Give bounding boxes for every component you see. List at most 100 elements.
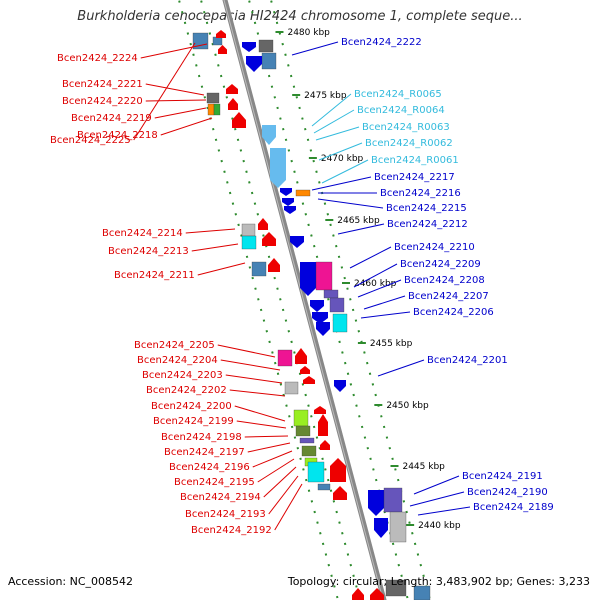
- forward-gene-label[interactable]: Bcen2424_2200: [151, 401, 286, 422]
- forward-gene-label[interactable]: Bcen2424_2214: [102, 228, 236, 239]
- forward-gene-leader: [160, 117, 213, 136]
- forward-gene-label-text: Bcen2424_2221: [62, 79, 143, 90]
- reverse-gene-label[interactable]: Bcen2424_2189: [417, 502, 554, 516]
- reverse-gene-label-text: Bcen2424_R0064: [357, 105, 445, 116]
- forward-gene-label[interactable]: Bcen2424_2221: [62, 79, 205, 96]
- kbp-tick-label: 2470 kbp: [321, 154, 364, 164]
- genome-summary-text: Topology: circular; Length: 3,483,902 bp…: [287, 575, 590, 588]
- feature-reverse-arrow: [284, 206, 296, 214]
- forward-gene-leader: [145, 99, 207, 102]
- reverse-gene-label[interactable]: Bcen2424_R0063: [315, 122, 450, 141]
- strand-track-1: [177, 0, 340, 600]
- reverse-gene-label[interactable]: Bcen2424_2209: [353, 259, 481, 288]
- feature-forward-arrow: [228, 98, 238, 110]
- forward-gene-label[interactable]: Bcen2424_2205: [134, 340, 276, 358]
- forward-gene-leader: [191, 243, 239, 252]
- reverse-gene-label[interactable]: Bcen2424_2190: [409, 487, 548, 507]
- forward-gene-label[interactable]: Bcen2424_2202: [146, 385, 286, 397]
- reverse-gene-label[interactable]: Bcen2424_2215: [317, 198, 467, 214]
- reverse-gene-label[interactable]: Bcen2424_2207: [363, 291, 489, 310]
- feature-forward: [301, 445, 317, 457]
- feature-reverse-arrow: [310, 300, 324, 312]
- reverse-gene-leader: [315, 126, 360, 141]
- reverse-gene-label[interactable]: Bcen2424_2208: [357, 275, 485, 298]
- feature-reverse: [315, 261, 333, 291]
- forward-gene-label-text: Bcen2424_2211: [114, 270, 195, 281]
- feature-reverse: [261, 52, 277, 70]
- feature-forward: [241, 223, 256, 237]
- feature-reverse-arrow: [316, 322, 330, 336]
- reverse-gene-label[interactable]: Bcen2424_R0061: [321, 155, 459, 184]
- reverse-gene-leader: [357, 279, 402, 298]
- forward-gene-leader: [257, 458, 295, 483]
- forward-gene-label[interactable]: Bcen2424_2220: [62, 96, 207, 107]
- feature-forward: [295, 425, 311, 437]
- reverse-gene-label-text: Bcen2424_R0065: [354, 89, 442, 100]
- kbp-tick-label: 2440 kbp: [418, 521, 461, 531]
- forward-gene-label[interactable]: Bcen2424_2213: [108, 243, 239, 257]
- reverse-gene-label[interactable]: Bcen2424_2201: [377, 355, 508, 377]
- forward-gene-label-text: Bcen2424_2225: [50, 135, 131, 146]
- forward-gene-labels: Bcen2424_2225 Bcen2424_2224Bcen2424_2221B…: [50, 42, 303, 536]
- forward-gene-label[interactable]: Bcen2424_2197: [164, 442, 291, 458]
- forward-gene-label-text: Bcen2424_2197: [164, 447, 245, 458]
- forward-gene-leader: [220, 359, 281, 371]
- forward-gene-label[interactable]: Bcen2424_2225: [50, 42, 196, 146]
- reverse-gene-label-text: Bcen2424_2222: [341, 37, 422, 48]
- forward-gene-label-text: Bcen2424_2214: [102, 228, 183, 239]
- forward-gene-label[interactable]: Bcen2424_2224: [57, 43, 208, 64]
- kbp-tick-label: 2450 kbp: [386, 401, 429, 411]
- forward-gene-label-text: Bcen2424_2202: [146, 385, 227, 396]
- forward-gene-label[interactable]: Bcen2424_2194: [180, 466, 297, 503]
- feature-forward: [251, 261, 267, 277]
- forward-gene-label[interactable]: Bcen2424_2193: [185, 475, 299, 520]
- reverse-gene-label[interactable]: Bcen2424_2216: [318, 188, 461, 199]
- reverse-gene-label-text: Bcen2424_2216: [380, 188, 461, 199]
- reverse-gene-label[interactable]: Bcen2424_R0064: [313, 105, 445, 134]
- reverse-gene-leader: [337, 223, 385, 235]
- forward-gene-label[interactable]: Bcen2424_2219: [71, 107, 207, 124]
- reverse-gene-label[interactable]: Bcen2424_2217: [311, 172, 455, 191]
- forward-gene-leader: [234, 405, 286, 422]
- forward-gene-label[interactable]: Bcen2424_2199: [153, 416, 287, 429]
- forward-gene-label[interactable]: Bcen2424_2192: [191, 483, 303, 536]
- forward-gene-label[interactable]: Bcen2424_2204: [137, 355, 281, 371]
- feature-forward: [299, 437, 315, 444]
- forward-gene-leader: [229, 389, 286, 397]
- reverse-gene-label[interactable]: Bcen2424_2210: [349, 242, 475, 269]
- feature-forward-arrow: [232, 112, 246, 128]
- reverse-gene-leader: [313, 109, 355, 134]
- strand-tracks: [177, 0, 432, 600]
- feature-reverse-arrow: [290, 236, 304, 248]
- forward-gene-label[interactable]: Bcen2424_2203: [142, 370, 283, 384]
- forward-gene-label[interactable]: Bcen2424_2211: [114, 262, 246, 281]
- reverse-gene-leader: [349, 246, 392, 269]
- forward-gene-leader: [185, 228, 236, 234]
- reverse-gene-label-text: Bcen2424_2210: [394, 242, 475, 253]
- reverse-gene-label[interactable]: Bcen2424_2206: [360, 307, 494, 319]
- feature-reverse: [323, 289, 339, 299]
- forward-gene-label[interactable]: Bcen2424_2196: [169, 450, 293, 473]
- feature-forward: [293, 409, 309, 427]
- kbp-tick-label: 2480 kbp: [287, 28, 330, 38]
- reverse-gene-label[interactable]: Bcen2424_2222: [291, 37, 422, 56]
- reverse-gene-label[interactable]: Bcen2424_2212: [337, 219, 468, 235]
- feature-forward-arrow: [370, 588, 384, 600]
- feature-reverse-arrow: [368, 490, 384, 516]
- reverse-gene-label[interactable]: Bcen2424_2191: [413, 471, 543, 495]
- feature-forward-arrow: [318, 414, 328, 436]
- forward-gene-label-text: Bcen2424_2192: [191, 525, 272, 536]
- reverse-gene-leader: [413, 475, 460, 495]
- reverse-gene-label[interactable]: Bcen2424_R0065: [311, 89, 442, 127]
- feature-reverse: [329, 297, 345, 313]
- feature-reverse-arrow: [300, 262, 316, 296]
- forward-gene-label[interactable]: Bcen2424_2195: [174, 458, 295, 488]
- reverse-gene-label-text: Bcen2424_R0063: [362, 122, 450, 133]
- feature-forward-arrow: [303, 376, 315, 384]
- forward-gene-label[interactable]: Bcen2424_2218: [77, 117, 213, 141]
- reverse-gene-label[interactable]: Bcen2424_R0062: [318, 138, 453, 161]
- forward-gene-leader: [154, 107, 207, 119]
- feature-forward-arrow: [216, 30, 226, 38]
- forward-gene-label[interactable]: Bcen2424_2198: [161, 432, 289, 443]
